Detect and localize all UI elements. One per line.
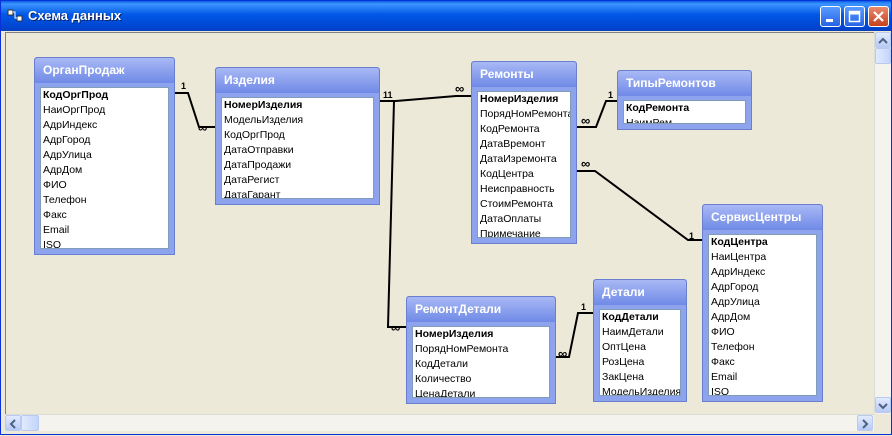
field-item[interactable]: АдрУлица bbox=[43, 149, 92, 161]
field-item[interactable]: АдрДом bbox=[711, 311, 751, 323]
field-item[interactable]: АдрУлица bbox=[711, 296, 760, 308]
field-item[interactable]: ЦенаДетали bbox=[415, 388, 476, 398]
table-title[interactable]: Детали bbox=[594, 280, 686, 305]
field-item[interactable]: НаимРем bbox=[626, 117, 673, 124]
primary-key-field[interactable]: НомерИзделия bbox=[224, 99, 303, 111]
field-item[interactable]: НаимДетали bbox=[602, 326, 664, 338]
field-item[interactable]: ДатаРегист bbox=[224, 174, 280, 186]
scroll-down-button[interactable] bbox=[875, 397, 891, 413]
field-item[interactable]: Email bbox=[43, 224, 70, 236]
field-item[interactable]: ДатаИзремонта bbox=[480, 153, 557, 165]
minimize-button[interactable] bbox=[820, 6, 841, 27]
field-item[interactable]: Email bbox=[711, 371, 738, 383]
close-button[interactable] bbox=[868, 6, 889, 27]
field-item[interactable]: ФИО bbox=[43, 179, 67, 191]
field-item[interactable]: ДатаВремонт bbox=[480, 138, 546, 150]
scroll-right-button[interactable] bbox=[857, 415, 873, 431]
field-item[interactable]: Телефон bbox=[711, 341, 755, 353]
field-item[interactable]: Примечание bbox=[480, 228, 541, 238]
field-item[interactable]: АдрДом bbox=[43, 164, 83, 176]
field-item[interactable]: ПорядНомРемонта bbox=[480, 108, 571, 120]
primary-key-field[interactable]: КодОргПрод bbox=[43, 89, 109, 101]
field-item[interactable]: НаиОргПрод bbox=[43, 104, 106, 116]
field-item[interactable]: Факс bbox=[43, 209, 67, 221]
horizontal-scrollbar[interactable] bbox=[5, 414, 874, 431]
primary-key-field[interactable]: КодРемонта bbox=[626, 102, 690, 114]
field-item[interactable]: Телефон bbox=[43, 194, 87, 206]
scroll-up-button[interactable] bbox=[875, 32, 891, 48]
field-item[interactable]: КодДетали bbox=[415, 358, 468, 370]
arrow-up-icon bbox=[878, 37, 888, 44]
window-title: Схема данных bbox=[28, 8, 122, 23]
field-item[interactable]: ПорядНомРемонта bbox=[415, 343, 509, 355]
primary-key-field[interactable]: КодЦентра bbox=[711, 236, 768, 248]
field-item[interactable]: СтоимРемонта bbox=[480, 198, 553, 210]
primary-key-field[interactable]: НомерИзделия bbox=[415, 328, 494, 340]
title-bar[interactable]: Схема данных bbox=[1, 1, 891, 31]
arrow-left-icon bbox=[9, 419, 16, 429]
horizontal-scroll-thumb[interactable] bbox=[21, 415, 39, 431]
field-item[interactable]: АдрИндекс bbox=[43, 119, 98, 131]
field-item[interactable]: ДатаГарант bbox=[224, 189, 281, 199]
field-item[interactable]: МодельИзделия bbox=[602, 386, 681, 396]
field-item[interactable]: АдрГород bbox=[711, 281, 759, 293]
field-item[interactable]: АдрГород bbox=[43, 134, 91, 146]
field-item[interactable]: ФИО bbox=[711, 326, 735, 338]
field-item[interactable]: МодельИзделия bbox=[224, 114, 304, 126]
field-item[interactable]: КодОргПрод bbox=[224, 129, 285, 141]
maximize-button[interactable] bbox=[844, 6, 865, 27]
arrow-down-icon bbox=[878, 403, 888, 410]
field-item[interactable]: ДатаОтправки bbox=[224, 144, 294, 156]
field-item[interactable]: КодРемонта bbox=[480, 123, 540, 135]
relationships-icon bbox=[7, 9, 23, 22]
field-item[interactable]: Факс bbox=[711, 356, 735, 368]
maximize-icon bbox=[848, 10, 861, 23]
primary-key-field[interactable]: НомерИзделия bbox=[480, 93, 559, 105]
field-item[interactable]: ISQ bbox=[711, 386, 730, 396]
scrollbar-corner bbox=[874, 414, 891, 431]
field-item[interactable]: ДатаПродажи bbox=[224, 159, 292, 171]
table-title[interactable]: РемонтДетали bbox=[407, 297, 555, 322]
field-item[interactable]: ДатаОплаты bbox=[480, 213, 542, 225]
field-item[interactable]: ISQ bbox=[43, 239, 62, 249]
field-item[interactable]: ЗакЦена bbox=[602, 371, 645, 383]
primary-key-field[interactable]: КодДетали bbox=[602, 311, 659, 323]
close-icon bbox=[873, 11, 884, 22]
table-title[interactable]: Ремонты bbox=[472, 62, 576, 87]
table-title[interactable]: ТипыРемонтов bbox=[618, 71, 751, 96]
field-item[interactable]: ОптЦена bbox=[602, 341, 646, 353]
field-item[interactable]: АдрИндекс bbox=[711, 266, 766, 278]
arrow-right-icon bbox=[862, 419, 869, 429]
field-item[interactable]: НаиЦентра bbox=[711, 251, 767, 263]
minimize-icon bbox=[826, 19, 833, 22]
vertical-scroll-thumb[interactable] bbox=[875, 48, 891, 64]
table-title[interactable]: Изделия bbox=[216, 68, 379, 93]
field-item[interactable]: КодЦентра bbox=[480, 168, 534, 180]
vertical-scrollbar[interactable] bbox=[874, 32, 891, 414]
field-item[interactable]: Неисправность bbox=[480, 183, 555, 195]
table-title[interactable]: ОрганПродаж bbox=[35, 58, 174, 83]
table-title[interactable]: СервисЦентры bbox=[703, 205, 822, 230]
field-item[interactable]: Количество bbox=[415, 373, 472, 385]
scroll-left-button[interactable] bbox=[5, 415, 21, 431]
field-item[interactable]: РозЦена bbox=[602, 356, 645, 368]
